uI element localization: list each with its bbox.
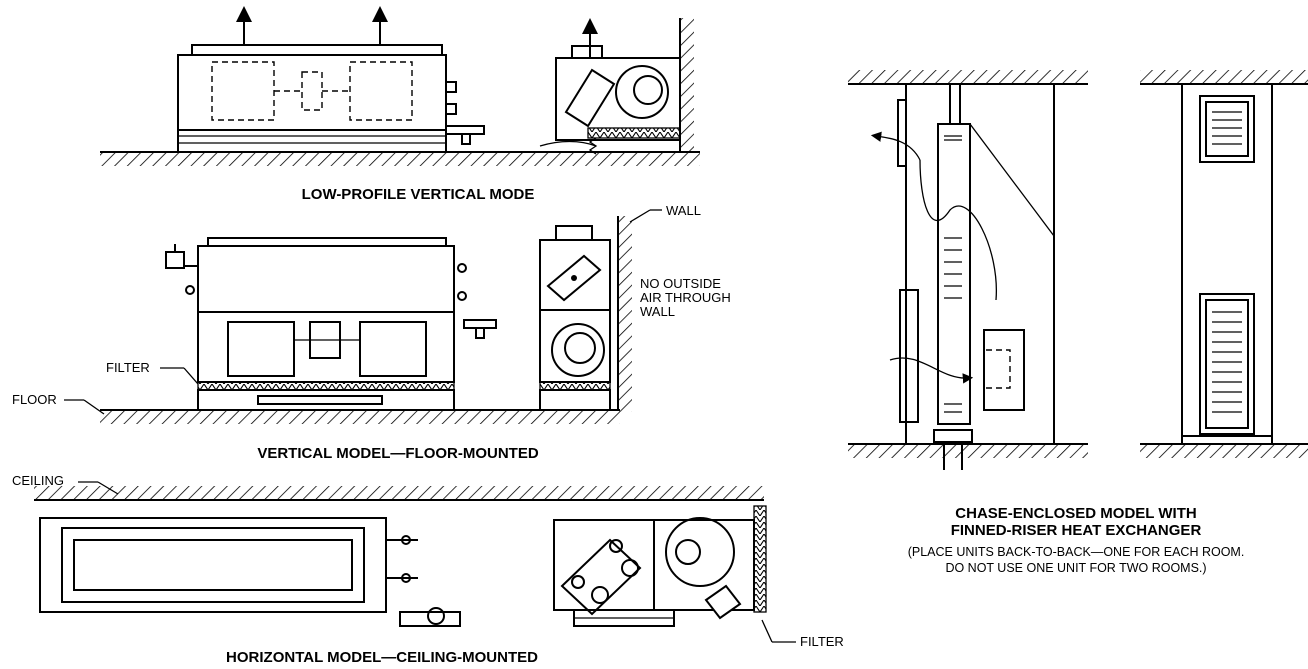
chase-unit-right: [1181, 83, 1273, 445]
label-wall: WALL: [666, 203, 701, 218]
filter-band: [197, 381, 455, 391]
return-grille: [1199, 293, 1255, 435]
horizontal-ceiling-section: CEILING FILTER HORIZONTAL MODEL—CEILING-…: [12, 473, 844, 666]
caption-horizontal-ceiling: HORIZONTAL MODEL—CEILING-MOUNTED: [226, 649, 538, 666]
blower-dashed-right: [349, 61, 413, 121]
motor-dashed: [301, 71, 323, 111]
supply-grille: [1199, 95, 1255, 163]
low-profile-section: LOW-PROFILE VERTICAL MODE: [100, 6, 700, 203]
caption-chase-line1: CHASE-ENCLOSED MODEL WITH: [955, 505, 1196, 522]
caption-low-profile: LOW-PROFILE VERTICAL MODE: [302, 186, 535, 203]
caption-chase-note1: (PLACE UNITS BACK-TO-BACK—ONE FOR EACH R…: [908, 545, 1245, 559]
floor-hatch: [100, 152, 700, 166]
label-floor: FLOOR: [12, 392, 57, 407]
caption-vertical-floor: VERTICAL MODEL—FLOOR-MOUNTED: [257, 445, 539, 462]
chase-enclosed-section: CHASE-ENCLOSED MODEL WITH FINNED-RISER H…: [848, 70, 1308, 575]
horizontal-unit-front: [39, 517, 387, 613]
label-no-outside-air: NO OUTSIDE: [640, 276, 721, 291]
label-filter-vertical: FILTER: [106, 360, 150, 375]
low-profile-unit: [177, 54, 447, 131]
caption-chase-line2: FINNED-RISER HEAT EXCHANGER: [951, 522, 1202, 539]
caption-chase-note2: DO NOT USE ONE UNIT FOR TWO ROOMS.): [945, 561, 1206, 575]
label-filter-horizontal: FILTER: [800, 634, 844, 649]
label-no-outside-air-2: AIR THROUGH: [640, 290, 731, 305]
label-no-outside-air-3: WALL: [640, 304, 675, 319]
label-ceiling: CEILING: [12, 473, 64, 488]
chase-unit-left: [905, 83, 1055, 445]
vertical-unit-front: [197, 245, 455, 313]
vertical-floor-section: WALL NO OUTSIDE AIR THROUGH WALL FILTER …: [12, 203, 731, 462]
